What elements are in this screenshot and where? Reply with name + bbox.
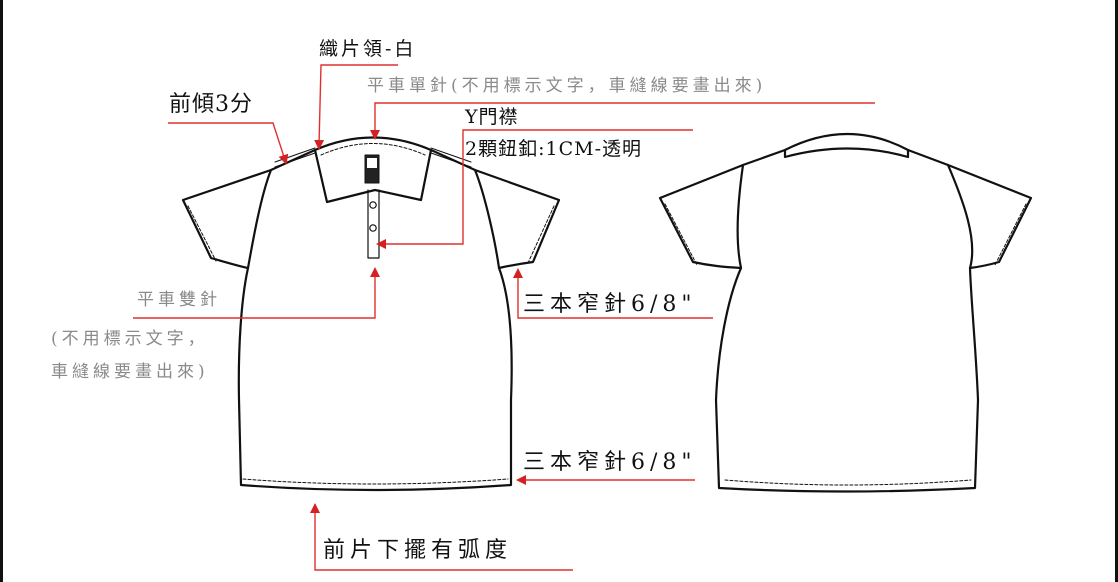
button-bottom xyxy=(369,224,377,232)
front-right-sleeve xyxy=(473,168,561,270)
button-top xyxy=(369,201,377,209)
label-front-hem-curve: 前片下擺有弧度 xyxy=(323,538,513,563)
label-single-needle: 平車單針(不用標示文字，車縫線要畫出來) xyxy=(367,76,767,96)
back-collar xyxy=(783,132,910,159)
label-collar: 織片領-白 xyxy=(319,38,417,60)
label-double-note-2: 車縫線要畫出來) xyxy=(51,362,209,382)
label-double-needle: 平車雙針 xyxy=(137,290,221,310)
label-sleeve-stitch: 三本窄針6/8" xyxy=(523,292,697,317)
garment-drawing xyxy=(133,64,1033,571)
label-hem-stitch: 三本窄針6/8" xyxy=(523,450,697,475)
back-right-sleeve xyxy=(946,163,1033,270)
callout-lines xyxy=(133,64,875,571)
front-body-outline xyxy=(237,148,513,492)
label-double-note-1: (不用標示文字， xyxy=(51,329,209,349)
back-shirt xyxy=(658,132,1033,493)
back-left-sleeve xyxy=(658,163,745,270)
front-left-sleeve xyxy=(181,168,273,270)
label-y-placket: Y門襟 xyxy=(465,106,519,128)
front-shirt xyxy=(181,136,561,492)
label-buttons: 2顆鈕釦:1CM-透明 xyxy=(465,138,642,160)
back-body-outline xyxy=(714,148,980,493)
label-front-tilt: 前傾3分 xyxy=(169,92,253,117)
